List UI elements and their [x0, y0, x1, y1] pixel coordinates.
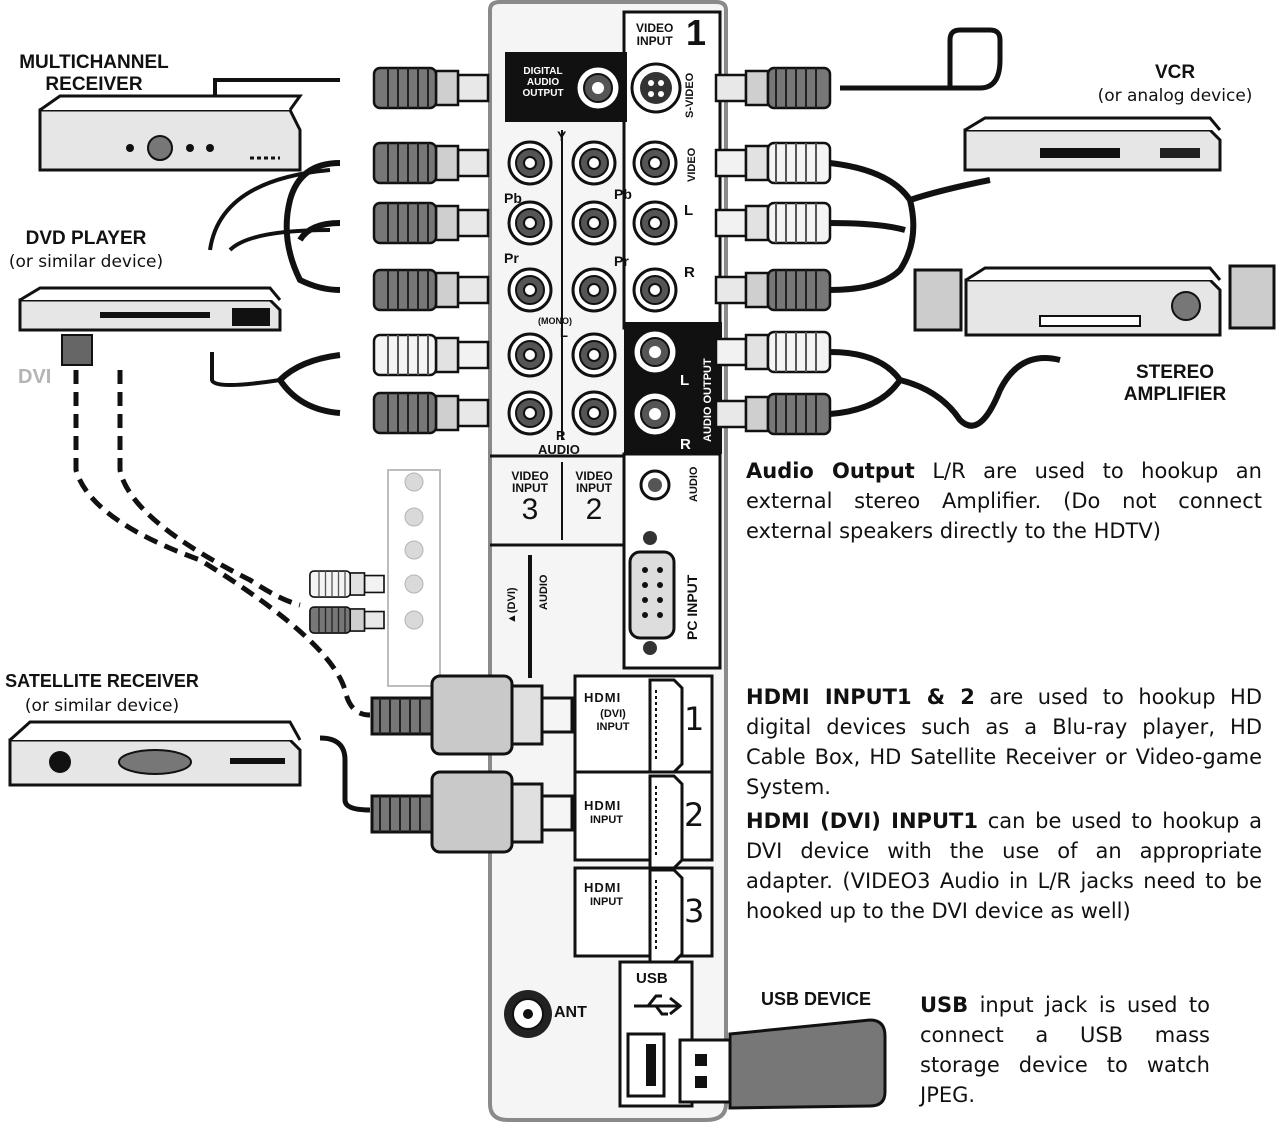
hdmi3-logo: HDMI [584, 880, 622, 895]
dvd-rca-cables [208, 168, 331, 252]
hdmi2-cable [370, 770, 574, 854]
l-label-video1: L [684, 202, 694, 219]
hdmi1-logo: HDMI [584, 690, 622, 705]
l-label-video3: L [560, 325, 568, 340]
multichannel-receiver [38, 94, 303, 172]
pr-label-2: Pr [614, 253, 629, 269]
digital-audio-jack [574, 64, 622, 112]
vcr-sublabel: (or analog device) [1097, 86, 1253, 106]
satellite-receiver [8, 720, 302, 787]
pb-label-1: Pb [504, 190, 522, 206]
hdmi2-logo: HDMI [584, 798, 622, 813]
hdmi12-description: HDMI INPUT1 & 2 are used to hookup HD di… [746, 685, 1262, 799]
dvd-player [18, 286, 282, 332]
s-video-jack [630, 62, 682, 114]
dvi-label: DVI [18, 366, 52, 388]
ant-label: ANT [554, 1004, 587, 1021]
hdmi3-box [573, 866, 714, 958]
hdmi1-cable [370, 674, 574, 756]
dvi-connector [61, 334, 93, 366]
video-input3-reference [387, 469, 441, 687]
pr-label-1: Pr [504, 250, 519, 266]
y-label: Y [557, 128, 567, 144]
ant-jack [504, 990, 552, 1038]
dvd-player-label: DVD PLAYER [25, 228, 147, 249]
usb-description: USB input jack is used to connect a USB … [920, 993, 1210, 1107]
vcr-label: VCR [1154, 62, 1196, 83]
hdmi3-number: 3 [684, 892, 705, 930]
hdmi2-number: 2 [684, 796, 705, 834]
dvi-audio-label: ▲(DVI) [506, 587, 518, 624]
hdmi-dvi-description: HDMI (DVI) INPUT1 can be used to hookup … [746, 809, 1263, 923]
pb-label-2: Pb [614, 186, 632, 202]
r-label-video3: R [556, 428, 566, 443]
pc-input-label: PC INPUT [684, 574, 700, 640]
hdmi1-number: 1 [684, 700, 705, 738]
audio-output-l: L [680, 372, 690, 389]
audio-label: AUDIO [538, 442, 580, 457]
pc-audio-label: AUDIO [688, 466, 700, 502]
mono-label: (MONO) [538, 316, 572, 326]
audio-output-description: Audio Output L/R are used to hookup an e… [746, 459, 1262, 543]
hdmi3-input-label: INPUT [590, 896, 623, 908]
video-label: VIDEO [686, 147, 698, 182]
usb-port-label: USB [636, 970, 668, 987]
stereo-amplifier [913, 264, 1276, 337]
r-label-video1: R [684, 264, 695, 281]
hdmi2-box [573, 770, 714, 862]
s-video-label: S-VIDEO [684, 72, 696, 118]
dvd-player-sublabel: (or similar device) [8, 252, 164, 272]
satellite-receiver-sublabel: (or similar device) [24, 696, 180, 716]
dvi-audio-label-2: AUDIO [538, 574, 550, 610]
vcr [963, 116, 1222, 172]
usb-device-label: USB DEVICE [760, 989, 872, 1009]
hdmi1-dvi-input-label: (DVI)INPUT [596, 708, 630, 733]
audio-output-r: R [680, 436, 691, 453]
usb-stick [678, 1018, 887, 1110]
vga-port [628, 550, 676, 640]
video-input1-number: 1 [686, 12, 707, 53]
hdmi2-input-label: INPUT [590, 814, 623, 826]
audio-output-label: AUDIO OUTPUT [702, 358, 714, 442]
satellite-receiver-label: SATELLITE RECEIVER [5, 671, 199, 691]
